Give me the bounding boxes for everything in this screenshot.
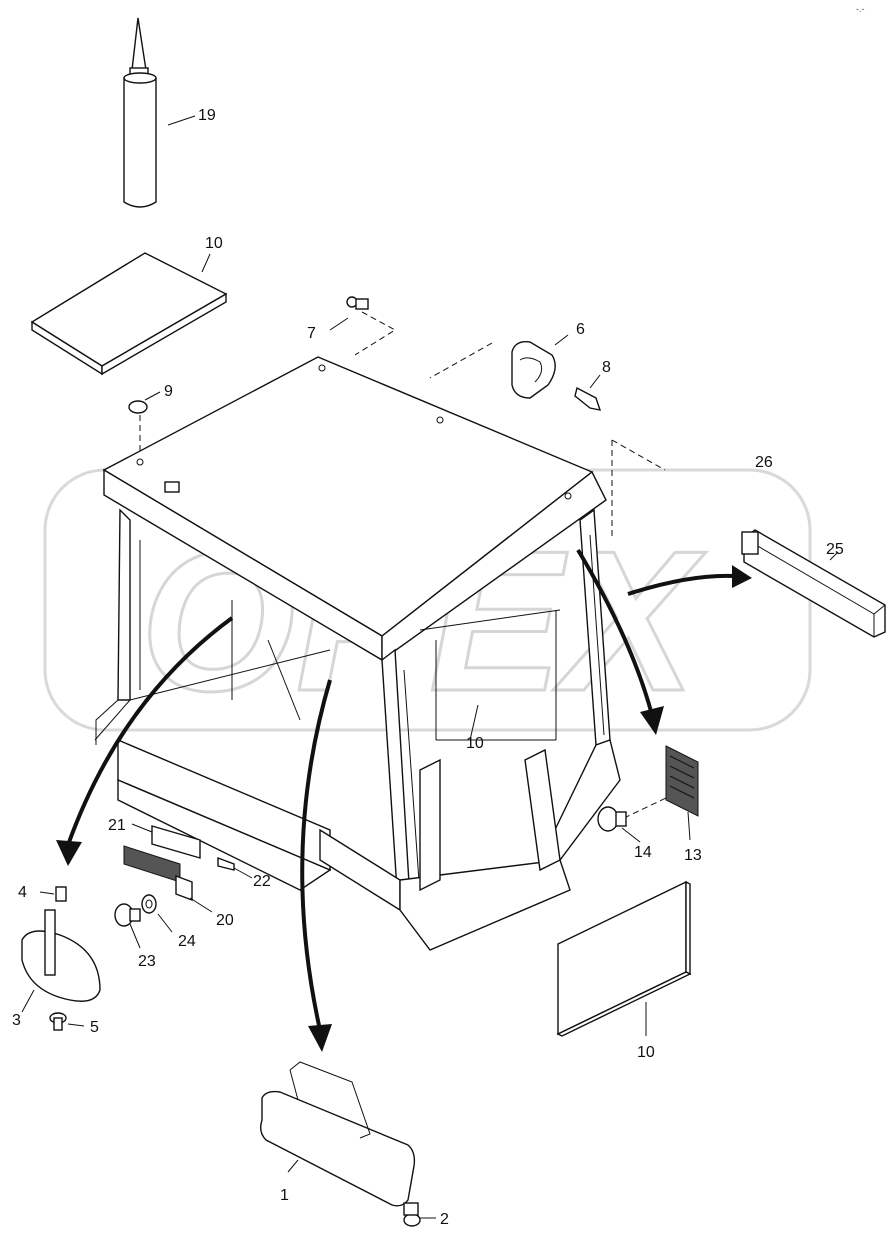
- plug-9: [128, 391, 161, 460]
- callout-13: 13: [684, 847, 702, 864]
- visor-1: [259, 1061, 416, 1207]
- callout-2: 2: [440, 1211, 449, 1228]
- callout-20: 20: [216, 912, 234, 929]
- callout-23: 23: [138, 953, 156, 970]
- bolt-23: [114, 903, 141, 949]
- callout-9: 9: [164, 383, 173, 400]
- arrows: [56, 548, 752, 1052]
- screw-22: [217, 856, 253, 879]
- strip-25: [741, 529, 886, 638]
- arrow-head: [56, 840, 82, 866]
- arrow-head: [640, 706, 664, 735]
- mat-right: [556, 880, 692, 1037]
- arrow-head: [732, 565, 752, 588]
- callout-6: 6: [576, 321, 585, 338]
- screw-8: [574, 374, 602, 411]
- mat-top: [30, 252, 228, 376]
- callout-19: 19: [198, 107, 216, 124]
- grille-13: [623, 745, 699, 841]
- callout-10-bottom: 10: [637, 1044, 655, 1061]
- callout-1: 1: [280, 1187, 289, 1204]
- callout-8: 8: [602, 359, 611, 376]
- callout-5: 5: [90, 1019, 99, 1036]
- hook-6: [429, 334, 569, 399]
- cab-roof: [102, 356, 666, 662]
- callout-21: 21: [108, 817, 126, 834]
- callout-14: 14: [634, 844, 652, 861]
- bracket-20: [123, 845, 213, 913]
- callout-25: 25: [826, 541, 844, 558]
- sealant-cartridge: [123, 17, 196, 208]
- callouts: 19 10 7 6 8 9 26 25 10 21 22 4 20 24 23 …: [12, 107, 844, 1228]
- corner-mark: -.-: [856, 4, 865, 14]
- plate-21: [131, 823, 201, 859]
- arrow-head: [308, 1024, 332, 1052]
- screw-5: [49, 1012, 85, 1031]
- callout-3: 3: [12, 1012, 21, 1029]
- callout-24: 24: [178, 933, 196, 950]
- washer-24: [141, 894, 173, 933]
- callout-26: 26: [755, 454, 773, 471]
- mirror-3: [21, 909, 101, 1013]
- screw-2: [403, 1202, 436, 1227]
- callout-4: 4: [18, 884, 27, 901]
- callout-10-mid: 10: [466, 735, 484, 752]
- bolt-14: [597, 806, 641, 843]
- screw-4: [39, 886, 67, 902]
- callout-10-top: 10: [205, 235, 223, 252]
- callout-22: 22: [253, 873, 271, 890]
- callout-7: 7: [307, 325, 316, 342]
- bolt-7: [329, 296, 396, 356]
